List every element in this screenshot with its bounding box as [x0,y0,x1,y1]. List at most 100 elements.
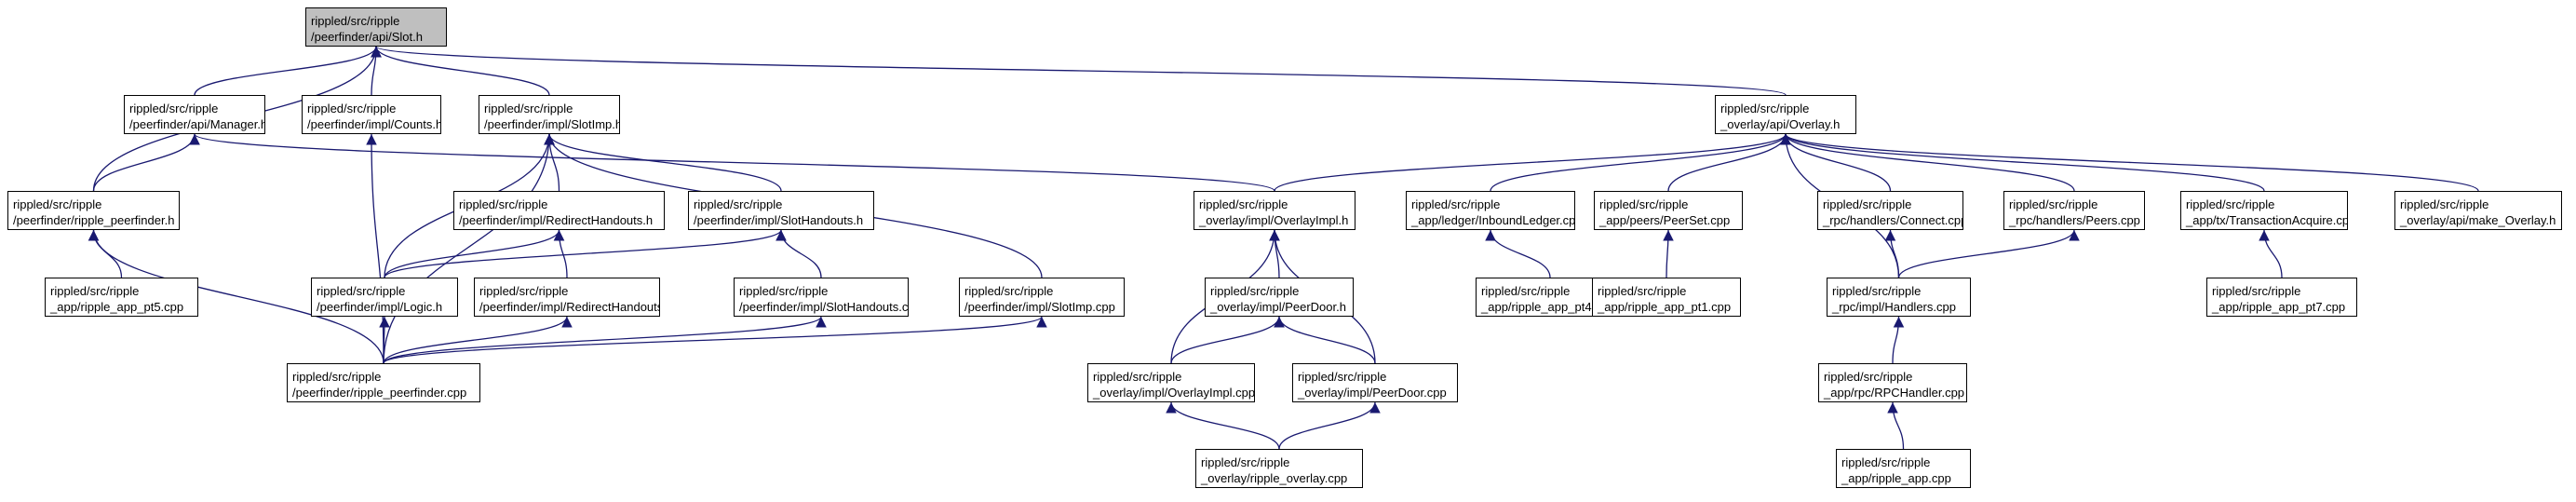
edge-ripple-peerfinder-cpp-to-slotimp-h [383,133,555,364]
node-ripple-overlay-cpp[interactable]: rippled/src/ripple _overlay/ripple_overla… [1195,449,1363,488]
node-label-line1: rippled/src/ripple [1599,197,1689,211]
edge-inbound-ledger-cpp-to-overlay-h [1490,133,1791,192]
node-label-line2: /peerfinder/impl/RedirectHandouts.cpp [479,300,659,314]
node-overlayimpl-h[interactable]: rippled/src/ripple_overlay/impl/OverlayI… [1194,191,1355,230]
node-label-line2: _app/rpc/RPCHandler.cpp [1824,386,1965,400]
node-ripple-peerfinder-h[interactable]: rippled/src/ripple/peerfinder/ripple_pee… [7,191,180,230]
node-label-line2: _overlay/impl/PeerDoor.cpp [1298,386,1447,400]
edge-overlayimpl-h-to-overlay-h [1274,133,1791,192]
node-label-line1: rippled/src/ripple [1298,370,1387,384]
edge-transaction-acquire-cpp-to-overlay-h [1780,133,2265,192]
edge-ripple-peerfinder-h-to-manager-h [92,133,200,192]
edge-ripple-overlay-cpp-to-peerdoor-cpp [1278,401,1381,450]
node-inbound-ledger-cpp[interactable]: rippled/src/ripple _app/ledger/InboundLed… [1406,191,1575,230]
node-make-overlay-h[interactable]: rippled/src/ripple_overlay/api/make_Over… [2394,191,2562,230]
node-label-line2: /peerfinder/api/Manager.h [129,117,265,131]
node-handlers-cpp[interactable]: rippled/src/ripple _rpc/impl/Handlers.cpp [1827,278,1971,317]
edge-redirect-handouts-cpp-to-redirect-handouts-h [553,229,568,278]
node-ripple-app-pt1-cpp[interactable]: rippled/src/ripple _app/ripple_app_pt1.cp… [1592,278,1741,317]
node-ripple-app-pt7-cpp[interactable]: rippled/src/ripple _app/ripple_app_pt7.cp… [2206,278,2357,317]
node-label-line2: /peerfinder/impl/Logic.h [317,300,443,314]
node-rpc-handler-cpp[interactable]: rippled/src/ripple_app/rpc/RPCHandler.cp… [1818,363,1967,402]
node-slotimp-cpp[interactable]: rippled/src/ripple/peerfinder/impl/SlotI… [959,278,1125,317]
node-counts-h[interactable]: rippled/src/ripple/peerfinder/impl/Count… [302,95,441,134]
edge-manager-h-to-slot-h [194,46,382,96]
node-label-line2: _overlay/api/make_Overlay.h [2400,213,2556,227]
node-label-line2: _app/ripple_app_pt1.cpp [1598,300,1732,314]
edge-logic-h-to-redirect-handouts-h [384,229,565,278]
node-label-line2: _overlay/impl/OverlayImpl.cpp [1093,386,1255,400]
node-connect-cpp[interactable]: rippled/src/ripple_rpc/handlers/Connect.… [1817,191,1963,230]
node-label-line1: rippled/src/ripple [1598,284,1687,298]
node-manager-h[interactable]: rippled/src/ripple/peerfinder/api/Manage… [124,95,265,134]
edge-handlers-cpp-to-peers-cpp [1897,229,2080,278]
node-label-line1: rippled/src/ripple [479,284,569,298]
node-label-line1: rippled/src/ripple [1093,370,1182,384]
node-label-line1: rippled/src/ripple [2186,197,2275,211]
edge-ripple-peerfinder-cpp-to-redirect-handouts-cpp [383,316,573,364]
node-label-line1: rippled/src/ripple [1841,455,1931,469]
node-label-line1: rippled/src/ripple [459,197,548,211]
node-label-line1: rippled/src/ripple [739,284,829,298]
edge-ripple-app-cpp-to-rpc-handler-cpp [1887,401,1905,450]
edge-slotimp-h-to-slot-h [371,46,550,96]
node-label-line2: _app/tx/TransactionAcquire.cpp [2186,213,2348,227]
edge-slot-handouts-h-to-slotimp-h [544,133,782,192]
node-peerdoor-h[interactable]: rippled/src/ripple_overlay/impl/PeerDoor… [1205,278,1354,317]
node-ripple-peerfinder-cpp[interactable]: rippled/src/ripple/peerfinder/ripple_pee… [287,363,480,402]
node-label-line1: rippled/src/ripple [50,284,140,298]
edge-ripple-app-pt7-cpp-to-transaction-acquire-cpp [2259,229,2283,278]
node-label-line1: rippled/src/ripple [307,102,397,115]
edge-rpc-handler-cpp-to-handlers-cpp [1892,316,1905,364]
node-label-line1: rippled/src/ripple [1199,197,1288,211]
node-label-line2: _app/ledger/InboundLedger.cpp [1411,213,1575,227]
node-label-line1: rippled/src/ripple [292,370,382,384]
node-label-line1: rippled/src/ripple [1411,197,1501,211]
node-label-line1: rippled/src/ripple [2212,284,2301,298]
node-label-line1: rippled/src/ripple [1481,284,1571,298]
node-overlay-h[interactable]: rippled/src/ripple_overlay/api/Overlay.h [1715,95,1856,134]
node-label-line2: _overlay/ripple_overlay.cpp [1201,471,1348,485]
node-ripple-app-pt5-cpp[interactable]: rippled/src/ripple _app/ripple_app_pt5.cp… [45,278,198,317]
node-label-line2: /peerfinder/api/Slot.h [311,30,423,44]
node-label-line1: rippled/src/ripple [1201,455,1290,469]
node-label-line2: _app/ripple_app_pt5.cpp [50,300,184,314]
edge-logic-h-to-slot-handouts-h [384,229,787,278]
node-label-line2: _rpc/handlers/Connect.cpp [1823,213,1963,227]
node-label-line2: /peerfinder/impl/Counts.h [307,117,441,131]
edge-slot-handouts-cpp-to-slot-handouts-h [775,229,822,278]
node-label-line1: rippled/src/ripple [694,197,783,211]
node-label-line2: _app/ripple_app_pt4.cpp [1481,300,1615,314]
node-logic-h[interactable]: rippled/src/ripple/peerfinder/impl/Logic… [311,278,458,317]
node-redirect-handouts-h[interactable]: rippled/src/ripple/peerfinder/impl/Redir… [453,191,665,230]
node-ripple-app-cpp[interactable]: rippled/src/ripple_app/ripple_app.cpp [1836,449,1971,488]
node-peers-cpp[interactable]: rippled/src/ripple_rpc/handlers/Peers.cp… [2003,191,2145,230]
node-redirect-handouts-cpp[interactable]: rippled/src/ripple/peerfinder/impl/Redir… [474,278,660,317]
node-label-line1: rippled/src/ripple [317,284,406,298]
node-label-line1: rippled/src/ripple [1832,284,1922,298]
edge-ripple-peerfinder-cpp-to-counts-h [366,133,384,364]
node-label-line2: /peerfinder/ripple_peerfinder.cpp [292,386,467,400]
edge-peerdoor-cpp-to-peerdoor-h [1274,316,1376,364]
node-transaction-acquire-cpp[interactable]: rippled/src/ripple _app/tx/TransactionAcq… [2180,191,2348,230]
node-peerset-cpp[interactable]: rippled/src/ripple_app/peers/PeerSet.cpp [1594,191,1743,230]
node-label-line2: _rpc/impl/Handlers.cpp [1832,300,1956,314]
edge-ripple-overlay-cpp-to-overlayimpl-cpp [1166,401,1280,450]
node-label-line1: rippled/src/ripple [964,284,1054,298]
edge-overlay-h-to-slot-h [371,46,1787,96]
node-label-line2: /peerfinder/impl/SlotImp.h [484,117,620,131]
edge-handlers-cpp-to-connect-cpp [1884,229,1900,278]
node-slot-handouts-h[interactable]: rippled/src/ripple/peerfinder/impl/SlotH… [688,191,874,230]
node-peerdoor-cpp[interactable]: rippled/src/ripple _overlay/impl/PeerDoor… [1292,363,1458,402]
node-label-line2: /peerfinder/impl/SlotImp.cpp [964,300,1115,314]
node-slotimp-h[interactable]: rippled/src/ripple/peerfinder/impl/SlotI… [479,95,620,134]
node-label-line2: /peerfinder/ripple_peerfinder.h [13,213,175,227]
node-label-line2: /peerfinder/impl/SlotHandouts.cpp [739,300,909,314]
node-label-line2: _app/ripple_app_pt7.cpp [2212,300,2346,314]
node-label-line2: /peerfinder/impl/SlotHandouts.h [694,213,864,227]
node-label-line2: _overlay/api/Overlay.h [1720,117,1841,131]
node-slot-handouts-cpp[interactable]: rippled/src/ripple/peerfinder/impl/SlotH… [734,278,909,317]
node-overlayimpl-cpp[interactable]: rippled/src/ripple _overlay/impl/OverlayI… [1087,363,1255,402]
